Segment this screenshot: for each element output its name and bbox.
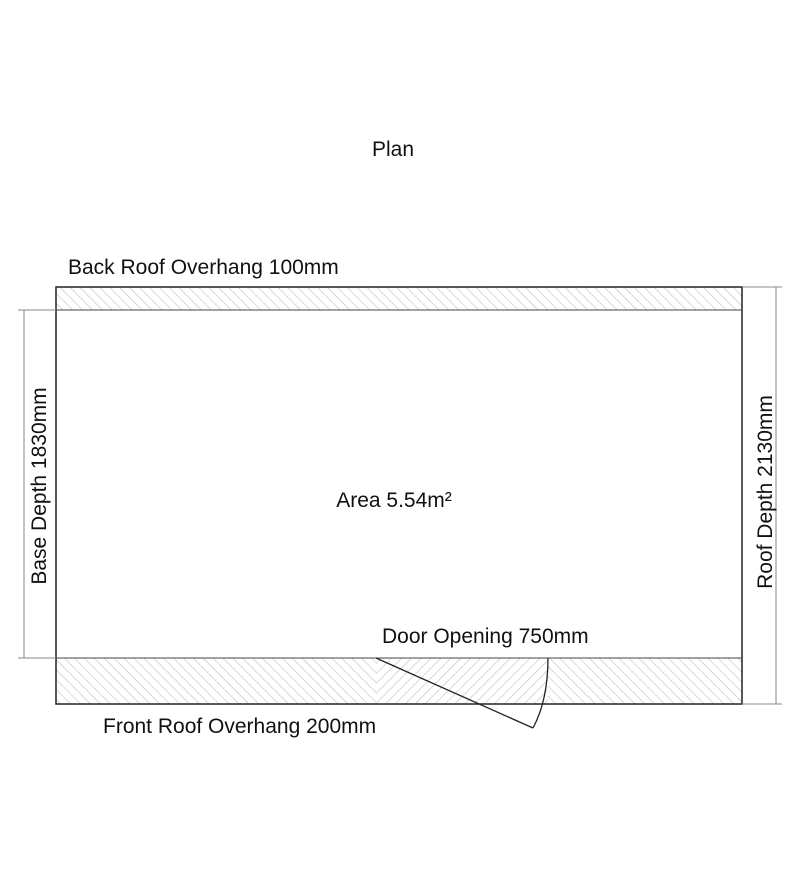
base-depth-label: Base Depth 1830mm <box>28 387 51 584</box>
plan-title: Plan <box>372 138 414 161</box>
front-overhang-strip <box>56 658 376 704</box>
door-swing-arc <box>532 657 549 729</box>
front-overhang-strip-right <box>548 658 742 704</box>
roof-depth-label: Roof Depth 2130mm <box>754 395 777 589</box>
roof-depth-dimension <box>742 286 782 705</box>
door-hatch <box>376 658 548 704</box>
door-leaf <box>375 657 534 729</box>
base-depth-dimension <box>18 309 56 659</box>
back-overhang-label: Back Roof Overhang 100mm <box>68 256 339 279</box>
roof-outline <box>55 286 743 705</box>
front-overhang-label: Front Roof Overhang 200mm <box>103 715 376 738</box>
door-opening-label: Door Opening 750mm <box>382 625 589 648</box>
area-label: Area 5.54m² <box>336 489 452 512</box>
back-overhang-strip <box>56 287 742 310</box>
